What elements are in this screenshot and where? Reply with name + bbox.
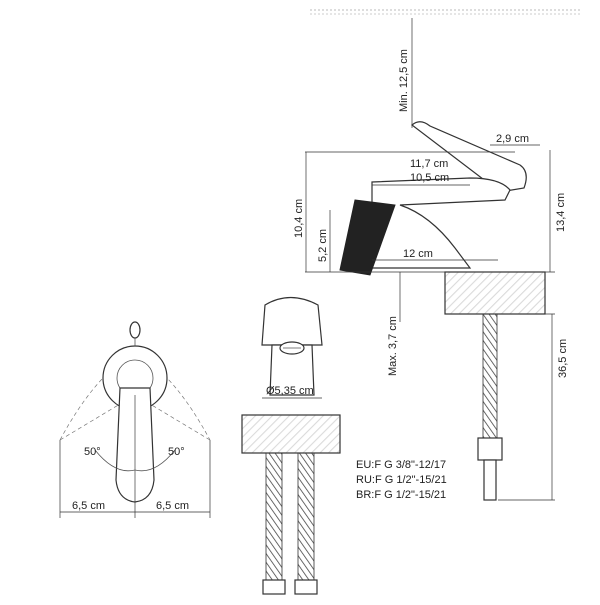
reach-long-label: 11,7 cm xyxy=(410,158,448,170)
connection-br: BR:F G 1/2"-15/21 xyxy=(356,489,446,501)
lever-swing-arc xyxy=(59,351,211,441)
hose-left xyxy=(265,452,283,582)
total-height-label: 13,4 cm xyxy=(555,193,567,232)
side-spout-body xyxy=(371,177,511,269)
connection-eu: EU:F G 3/8"-12/17 xyxy=(356,459,446,471)
countertop-hatch xyxy=(242,415,340,453)
outlet-height-label: 5,2 cm xyxy=(317,229,329,262)
spout-nozzle xyxy=(339,199,396,276)
angle-right-label: 50° xyxy=(168,446,185,458)
side-lever xyxy=(411,121,527,193)
side-hose-fitting xyxy=(483,459,497,501)
connection-ru: RU:F G 1/2"-15/21 xyxy=(356,474,447,486)
left-offset-label: 6,5 cm xyxy=(72,500,105,512)
angle-arc-right xyxy=(134,449,176,472)
lever-knob xyxy=(129,321,141,339)
side-view: Min. 12,5 cm 2,9 cm 11,7 cm 10,5 cm 13,4… xyxy=(293,9,580,501)
countertop-side-hatch xyxy=(445,272,545,314)
body-height-label: 10,4 cm xyxy=(293,199,305,238)
angle-arc-left xyxy=(94,449,136,472)
hose-nut-left xyxy=(262,579,286,595)
hose-right xyxy=(297,452,315,582)
aerator-diameter-label: Ø5,35 cm xyxy=(266,385,314,397)
hose-length-label: 36,5 cm xyxy=(557,339,569,378)
right-offset-label: 6,5 cm xyxy=(156,500,189,512)
front-view: Ø5,35 cm xyxy=(241,296,341,595)
lever-width-label: 2,9 cm xyxy=(496,133,529,145)
max-deck-label: Max. 3,7 cm xyxy=(387,316,399,376)
front-lever xyxy=(261,296,323,346)
reach-short-label: 10,5 cm xyxy=(410,172,449,184)
spout-length-label: 12 cm xyxy=(403,248,433,260)
top-view: 50° 50° 6,5 cm 6,5 cm xyxy=(59,321,211,518)
angle-left-label: 50° xyxy=(84,446,101,458)
side-hose-nut xyxy=(477,437,503,461)
min-height-label: Min. 12,5 cm xyxy=(398,49,410,112)
hose-nut-right xyxy=(294,579,318,595)
side-hose xyxy=(482,313,498,443)
